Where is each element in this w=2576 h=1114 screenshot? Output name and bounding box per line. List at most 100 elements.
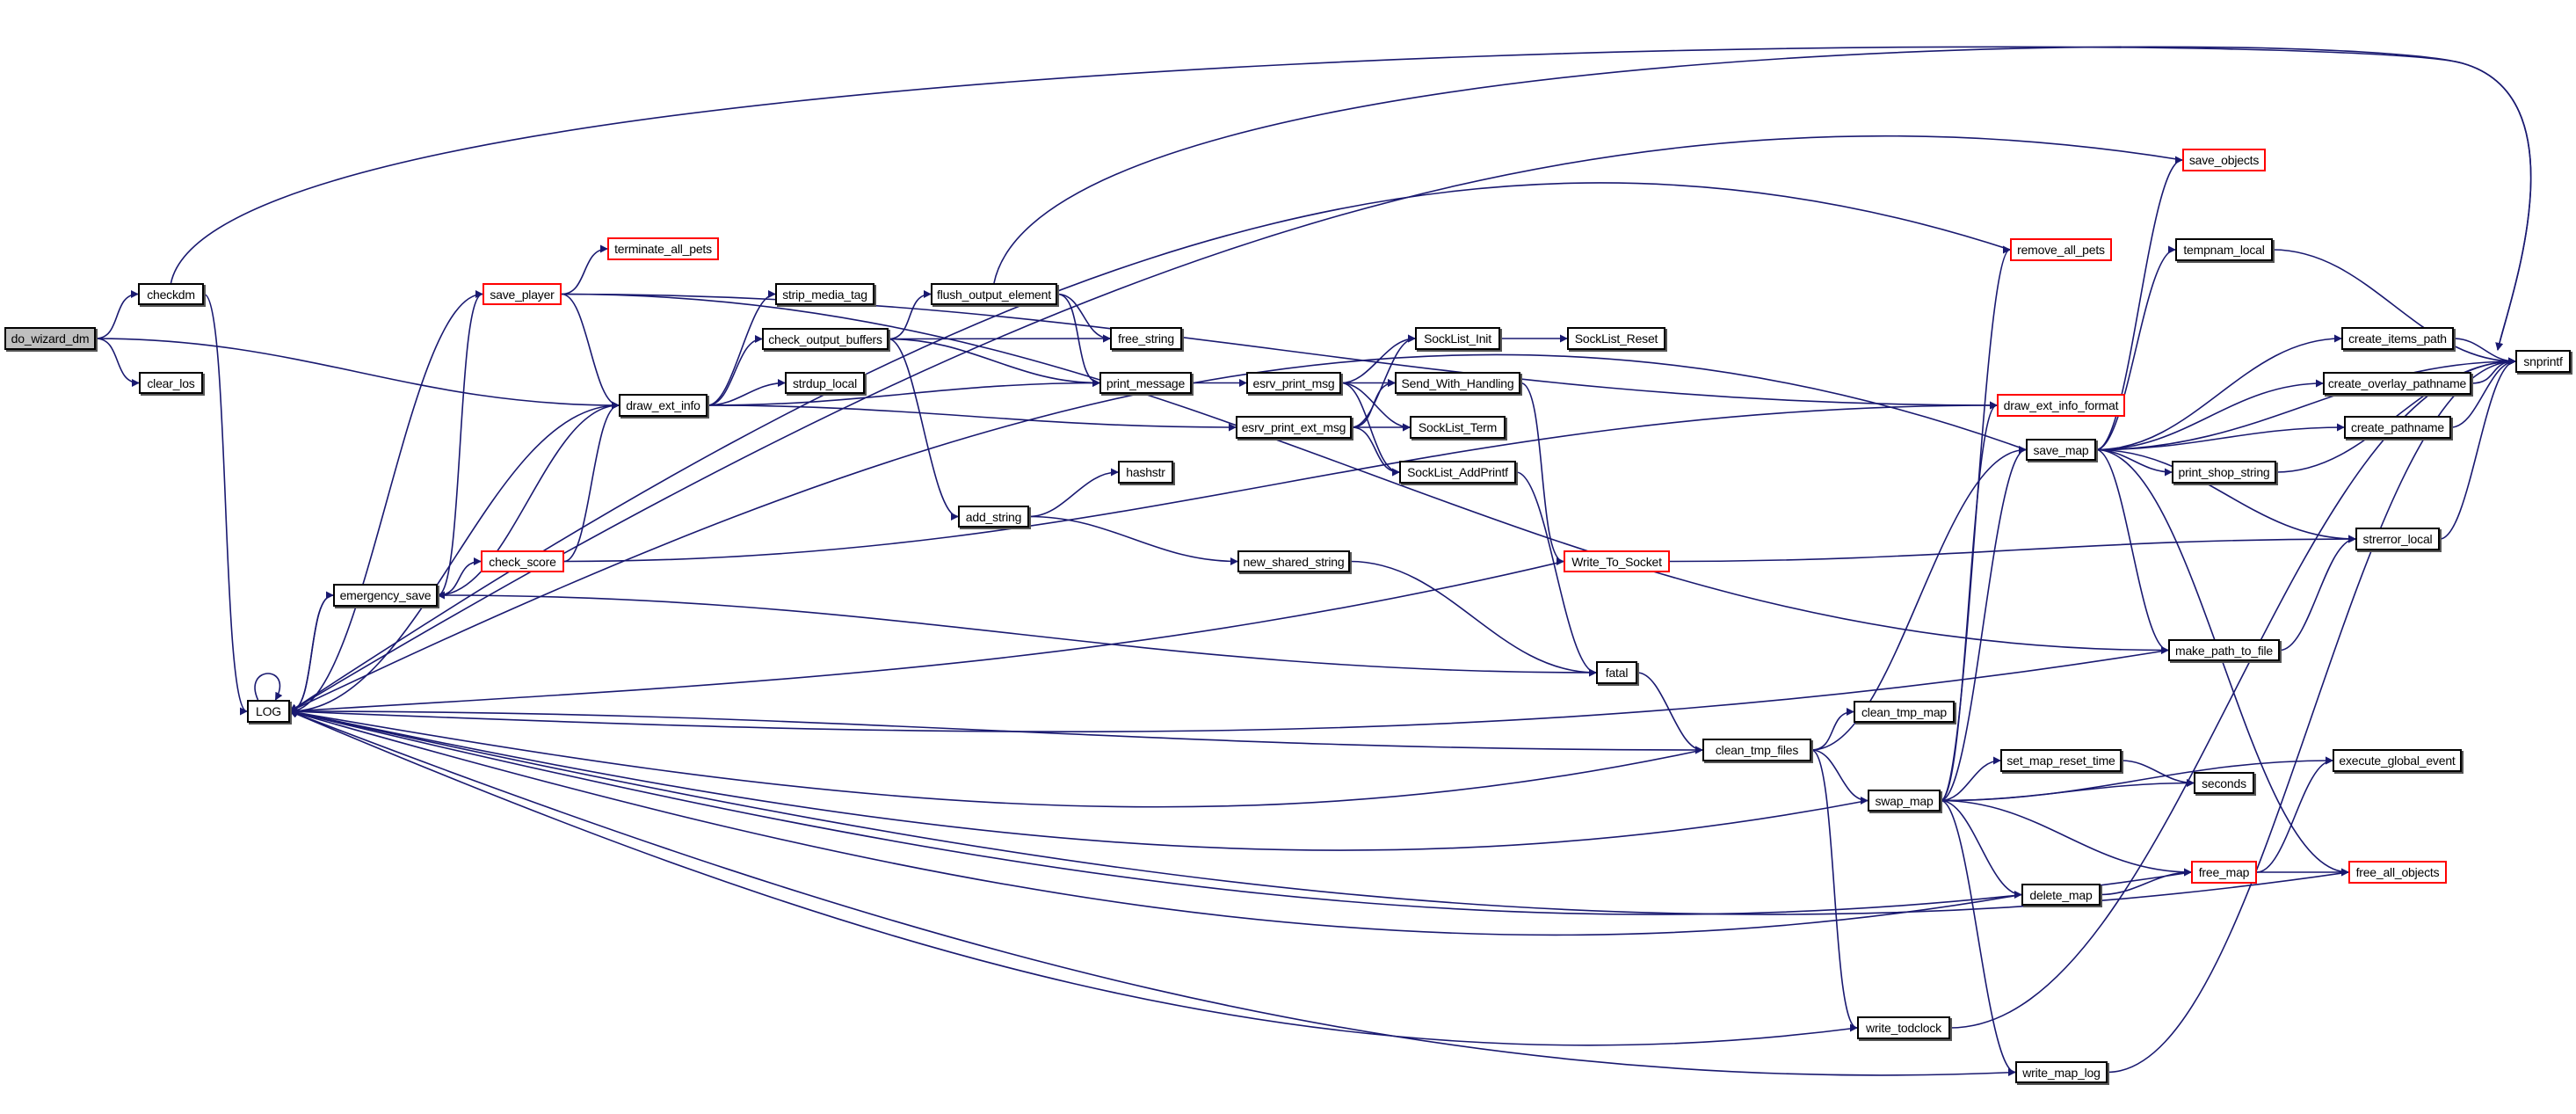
edge-make-path-to-file-to-log: [289, 649, 2169, 733]
edge-draw-ext-info-to-strip-media-tag: [707, 290, 776, 406]
graph-node-delete-map[interactable]: delete_map: [2021, 884, 2101, 906]
edge-create-items-path-to-snprintf: [2453, 338, 2516, 366]
graph-node-free-map[interactable]: free_map: [2191, 861, 2257, 884]
edge-log-to-log: [254, 673, 283, 701]
graph-node-flush-output-element[interactable]: flush_output_element: [931, 283, 1057, 305]
edge-make-path-to-file-to-strerror-local: [2279, 535, 2356, 652]
graph-node-draw-ext-info[interactable]: draw_ext_info: [619, 394, 707, 417]
graph-node-do-wizard-dm[interactable]: do_wizard_dm: [4, 327, 96, 350]
edge-save-objects-to-log: [289, 135, 2183, 712]
edge-remove-all-pets-to-log: [289, 182, 2011, 712]
graph-node-strerror-local[interactable]: strerror_local: [2355, 528, 2440, 550]
graph-node-checkdm[interactable]: checkdm: [138, 283, 204, 305]
graph-node-seconds[interactable]: seconds: [2194, 772, 2254, 794]
edge-check-output-buffers-to-add-string: [888, 338, 959, 521]
edge-do-wizard-dm-to-clear-los: [95, 338, 140, 387]
graph-node-check-output-buffers[interactable]: check_output_buffers: [762, 328, 889, 350]
graph-node-fatal[interactable]: fatal: [1596, 661, 1637, 684]
graph-node-create-items-path[interactable]: create_items_path: [2341, 327, 2454, 350]
edge-esrv-print-msg-to-socklist-init: [1340, 334, 1416, 384]
graph-node-write-map-log[interactable]: write_map_log: [2015, 1061, 2108, 1083]
edge-delete-map-to-free-map: [2100, 868, 2192, 896]
graph-node-snprintf[interactable]: snprintf: [2515, 350, 2571, 373]
edge-save-map-to-tempnam-local: [2095, 245, 2176, 451]
edge-new-shared-string-to-fatal: [1349, 560, 1597, 677]
graph-node-print-message[interactable]: print_message: [1099, 372, 1192, 394]
graph-node-socklist-term[interactable]: SockList_Term: [1410, 416, 1506, 439]
edge-esrv-print-ext-msg-to-socklist-init: [1351, 334, 1416, 428]
edge-log-to-clean-tmp-files: [289, 710, 1703, 754]
edge-clean-tmp-files-to-swap-map: [1810, 749, 1869, 805]
edge-do-wizard-dm-to-checkdm: [95, 290, 139, 339]
edge-socklist-addprintf-to-fatal: [1515, 471, 1597, 677]
graph-node-create-overlay-pathname[interactable]: create_overlay_pathname: [2323, 372, 2471, 395]
graph-node-esrv-print-ext-msg[interactable]: esrv_print_ext_msg: [1236, 416, 1352, 439]
edge-swap-map-to-free-map: [1940, 799, 2192, 877]
graph-node-new-shared-string[interactable]: new_shared_string: [1237, 550, 1350, 572]
edge-check-output-buffers-to-print-message: [888, 338, 1100, 387]
edge-clean-tmp-files-to-log: [289, 708, 1703, 808]
edge-draw-ext-info-to-check-output-buffers: [707, 335, 763, 406]
graph-node-remove-all-pets[interactable]: remove_all_pets: [2010, 238, 2112, 261]
graph-node-write-todclock[interactable]: write_todclock: [1857, 1016, 1950, 1039]
edge-save-map-to-save-objects: [2095, 156, 2183, 451]
edge-check-output-buffers-to-flush-output-element: [888, 290, 932, 340]
edge-do-wizard-dm-to-draw-ext-info: [95, 338, 620, 410]
edge-save-player-to-draw-ext-info: [561, 293, 620, 410]
graph-node-clean-tmp-map[interactable]: clean_tmp_map: [1854, 701, 1955, 723]
graph-node-clean-tmp-files[interactable]: clean_tmp_files: [1702, 739, 1811, 761]
graph-node-esrv-print-msg[interactable]: esrv_print_msg: [1246, 372, 1341, 394]
graph-node-free-all-objects[interactable]: free_all_objects: [2348, 861, 2447, 884]
edge-write-todclock-to-log: [289, 710, 1858, 1046]
graph-node-add-string[interactable]: add_string: [958, 506, 1029, 528]
graph-node-save-player[interactable]: save_player: [483, 283, 562, 305]
graph-node-log[interactable]: LOG: [247, 700, 290, 723]
graph-node-create-pathname[interactable]: create_pathname: [2344, 416, 2451, 439]
edge-save-player-to-make-path-to-file: [561, 293, 2169, 654]
edge-draw-ext-info-to-print-message: [707, 379, 1100, 406]
graph-node-swap-map[interactable]: swap_map: [1868, 790, 1941, 812]
edge-esrv-print-ext-msg-to-socklist-addprintf: [1351, 426, 1400, 477]
edge-write-to-socket-to-strerror-local: [1669, 535, 2356, 563]
graph-node-save-objects[interactable]: save_objects: [2182, 149, 2266, 171]
edge-swap-map-to-execute-global-event: [1940, 756, 2333, 802]
edge-swap-map-to-log: [289, 709, 1869, 851]
edge-swap-map-to-save-map: [1940, 446, 2027, 802]
edge-free-all-objects-to-log: [289, 709, 2349, 915]
graph-node-hashstr[interactable]: hashstr: [1118, 461, 1173, 484]
edge-swap-map-to-set-map-reset-time: [1940, 756, 2001, 802]
edge-save-map-to-strerror-local: [2095, 448, 2356, 543]
edge-free-map-to-log: [289, 709, 2192, 915]
graph-node-socklist-reset[interactable]: SockList_Reset: [1567, 327, 1665, 350]
graph-node-socklist-addprintf[interactable]: SockList_AddPrintf: [1399, 461, 1516, 484]
edge-emergency-save-to-draw-ext-info: [437, 401, 620, 596]
graph-node-save-map[interactable]: save_map: [2026, 439, 2096, 461]
edge-flush-output-element-to-free-string: [1056, 293, 1111, 343]
graph-node-terminate-all-pets[interactable]: terminate_all_pets: [607, 237, 719, 260]
graph-node-make-path-to-file[interactable]: make_path_to_file: [2168, 639, 2280, 661]
edge-create-pathname-to-snprintf: [2450, 357, 2516, 428]
graph-node-execute-global-event[interactable]: execute_global_event: [2333, 749, 2462, 772]
graph-node-strip-media-tag[interactable]: strip_media_tag: [775, 283, 874, 305]
edge-draw-ext-info-to-esrv-print-ext-msg: [707, 404, 1237, 432]
edge-add-string-to-hashstr: [1028, 468, 1119, 518]
edge-save-player-to-terminate-all-pets: [561, 244, 608, 295]
graph-node-strdup-local[interactable]: strdup_local: [785, 372, 865, 394]
graph-node-send-with-handling[interactable]: Send_With_Handling: [1395, 372, 1520, 394]
graph-node-clear-los[interactable]: clear_los: [139, 372, 203, 394]
edge-check-score-to-draw-ext-info-format: [563, 401, 1998, 563]
graph-node-print-shop-string[interactable]: print_shop_string: [2172, 461, 2276, 484]
graph-node-emergency-save[interactable]: emergency_save: [333, 584, 438, 607]
graph-node-write-to-socket[interactable]: Write_To_Socket: [1564, 550, 1670, 572]
graph-node-set-map-reset-time[interactable]: set_map_reset_time: [2000, 749, 2122, 772]
edge-save-map-to-create-items-path: [2095, 334, 2342, 451]
graph-node-tempnam-local[interactable]: tempnam_local: [2175, 238, 2273, 261]
edge-add-string-to-new-shared-string: [1028, 515, 1238, 565]
graph-node-socklist-init[interactable]: SockList_Init: [1415, 327, 1500, 350]
graph-node-draw-ext-info-format[interactable]: draw_ext_info_format: [1997, 394, 2125, 417]
edge-save-map-to-make-path-to-file: [2095, 448, 2169, 654]
graph-node-check-score[interactable]: check_score: [481, 550, 564, 572]
graph-node-free-string[interactable]: free_string: [1110, 327, 1182, 350]
edge-emergency-save-to-save-player: [437, 290, 483, 596]
